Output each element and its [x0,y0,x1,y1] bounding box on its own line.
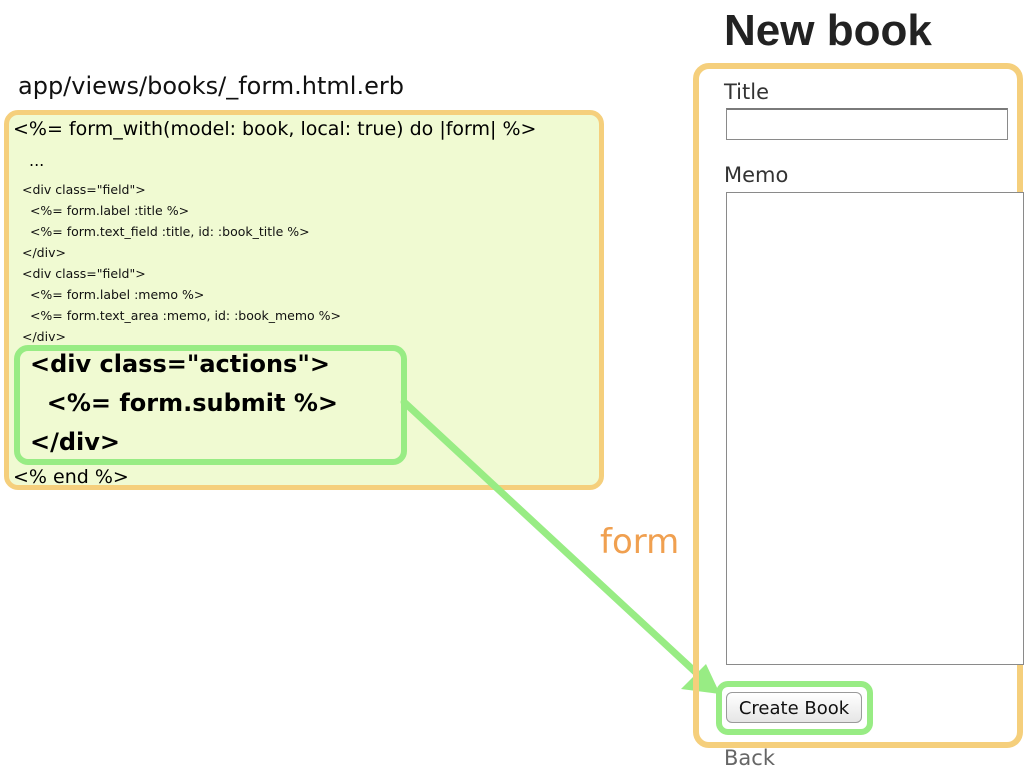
code-line: <%= form.label :memo %> [22,287,205,302]
code-line-actions-open: <div class="actions"> [30,350,330,378]
back-link[interactable]: Back [724,746,775,770]
code-ellipsis: ... [29,151,45,170]
title-input[interactable] [726,108,1008,140]
submit-highlight-box [716,681,873,735]
code-line: </div> [22,245,66,260]
memo-label: Memo [724,163,789,187]
memo-textarea[interactable] [726,192,1024,665]
code-line: <div class="field"> [22,266,146,281]
file-path-label: app/views/books/_form.html.erb [18,72,404,100]
code-line-end: <% end %> [13,466,129,488]
code-line-actions-close: </div> [30,428,121,456]
code-line-form-with: <%= form_with(model: book, local: true) … [13,118,537,140]
code-block [4,110,604,490]
create-book-button[interactable]: Create Book [726,692,862,723]
code-line: <%= form.text_field :title, id: :book_ti… [22,224,310,239]
form-annotation-label: form [600,522,680,562]
code-line: <%= form.text_area :memo, id: :book_memo… [22,308,342,323]
code-line: <div class="field"> [22,182,146,197]
code-line: <%= form.label :title %> [22,203,190,218]
code-line: </div> [22,329,66,344]
title-label: Title [724,80,770,104]
page-title: New book [724,6,932,55]
code-line-form-submit: <%= form.submit %> [30,389,338,417]
